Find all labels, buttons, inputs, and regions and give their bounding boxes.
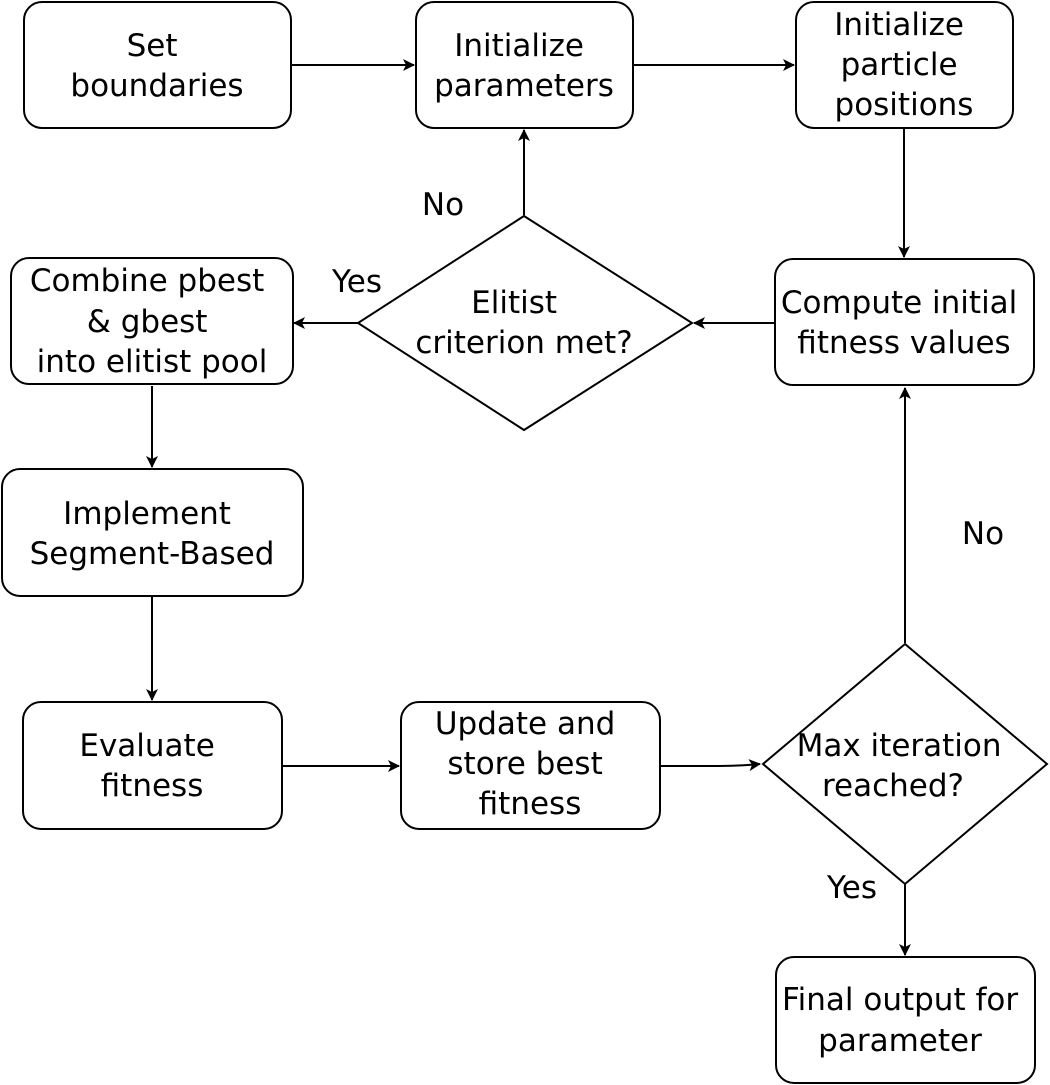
initialize-particle-positions-box: [795, 1, 1014, 129]
evaluate-fitness-box: [22, 701, 283, 830]
combine-pbest-gbest-box: [10, 257, 294, 385]
edge-update-to-max-iteration: [660, 759, 761, 772]
evaluate-fitness-label: Evaluate fitness: [79, 728, 224, 804]
compute-initial-fitness-label: Compute initial fitness values: [781, 285, 1027, 361]
initialize-parameters-box: [415, 1, 634, 129]
initialize-particle-positions-label: Initialize particle positions: [834, 7, 974, 123]
implement-segment-based-label: Implement Segment-Based: [30, 496, 275, 572]
elitist-criterion-label: Elitist criterion met?: [415, 285, 632, 361]
elitist-criterion-diamond: [356, 214, 694, 432]
max-iteration-yes-label: Yes: [826, 870, 877, 906]
final-output-box: [775, 956, 1036, 1084]
combine-pbest-gbest-label: Combine pbest & gbest into elitist pool: [30, 263, 274, 380]
set-boundaries-label: Set boundaries: [70, 28, 243, 104]
update-store-best-box: [400, 701, 661, 830]
set-boundaries-box: [23, 1, 292, 129]
max-iteration-label: Max iteration reached?: [797, 728, 1012, 804]
initialize-parameters-label: Initialize parameters: [434, 28, 614, 104]
compute-initial-fitness-box: [774, 258, 1035, 386]
elitist-no-label: No: [422, 187, 464, 223]
max-iteration-diamond: [761, 642, 1049, 886]
elitist-yes-label: Yes: [331, 264, 382, 300]
max-iteration-no-label: No: [962, 516, 1004, 552]
update-store-best-label: Update and store best fitness: [435, 706, 625, 822]
implement-segment-based-box: [1, 468, 304, 597]
edges: [146, 59, 911, 956]
final-output-label: Final output for parameter: [782, 982, 1028, 1059]
